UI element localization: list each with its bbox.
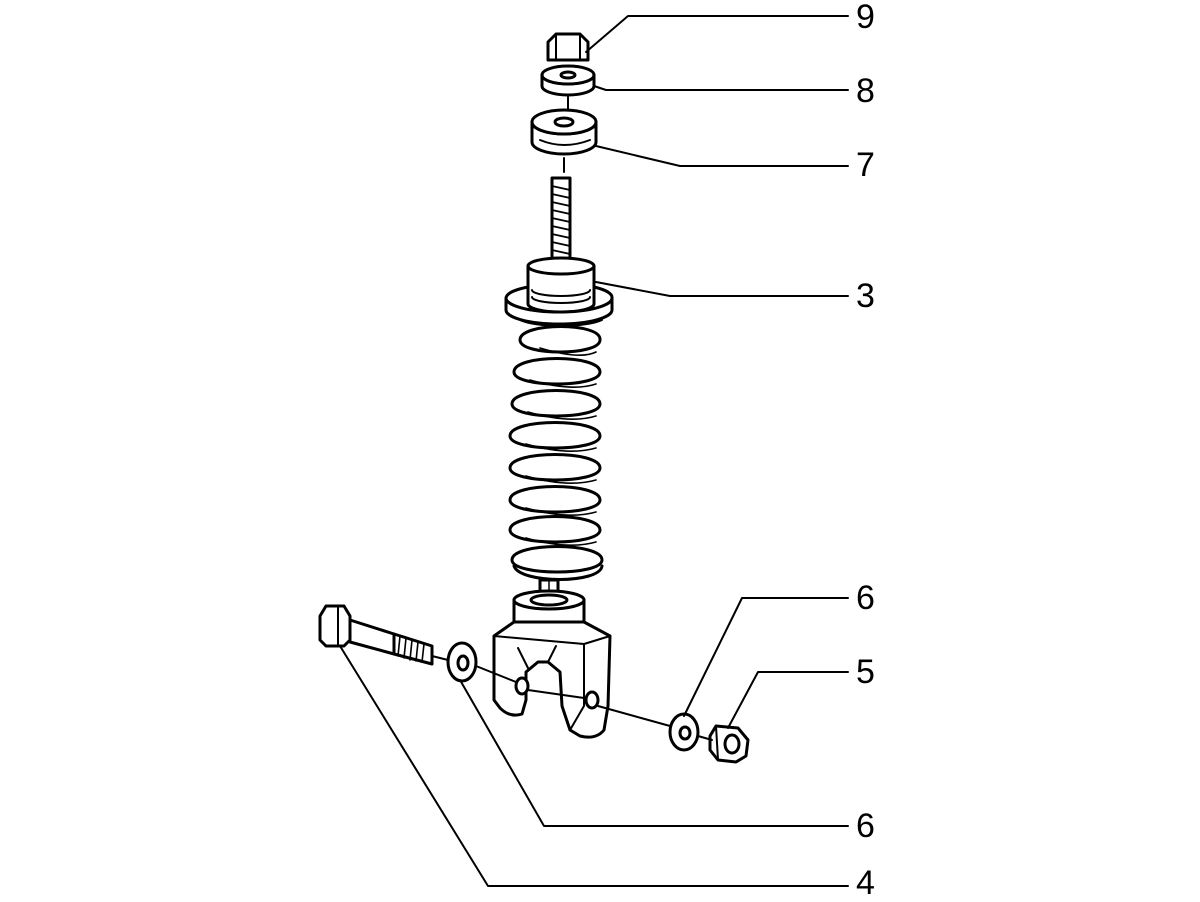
part-6-washer-left — [446, 641, 478, 683]
callout-6-lower: 6 — [856, 807, 875, 845]
part-6-washer-right — [668, 712, 700, 752]
part-3-coil-spring — [508, 325, 604, 581]
callout-4: 4 — [856, 864, 875, 902]
part-7-rubber-bushing — [530, 108, 598, 173]
leader-7 — [595, 145, 849, 167]
part-4-long-bolt — [318, 604, 434, 666]
callout-9: 9 — [856, 0, 875, 36]
leader-4 — [339, 645, 849, 887]
leader-9 — [585, 15, 849, 53]
assembly-axis-lines — [431, 655, 713, 741]
callout-7: 7 — [856, 146, 875, 184]
part-3-threaded-rod — [550, 176, 572, 264]
leader-3 — [595, 281, 849, 297]
leader-8 — [593, 85, 849, 91]
callout-6-upper: 6 — [856, 579, 875, 617]
callout-8: 8 — [856, 72, 875, 110]
callout-3: 3 — [856, 277, 875, 315]
part-5-hex-nut — [708, 724, 750, 764]
leader-6-left — [459, 679, 849, 827]
part-3-top-cap — [526, 256, 596, 314]
callout-5: 5 — [856, 653, 875, 691]
part-8-washer — [540, 64, 596, 111]
part-9-bolt — [546, 32, 590, 62]
part-3-spring-seat — [504, 285, 614, 327]
part-3-clevis-fork — [492, 620, 612, 739]
leader-5 — [727, 671, 849, 729]
leader-6-right — [683, 597, 849, 717]
leader-lines — [339, 15, 849, 887]
